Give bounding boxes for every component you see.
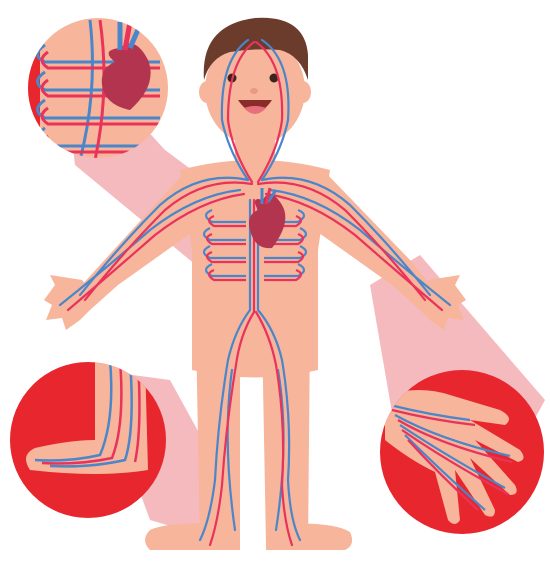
inset-hand — [380, 370, 544, 534]
foot-right — [266, 524, 352, 550]
ear-left — [199, 81, 215, 103]
nose-icon — [250, 88, 258, 94]
foot-left — [145, 523, 240, 550]
ear-right — [295, 81, 311, 103]
